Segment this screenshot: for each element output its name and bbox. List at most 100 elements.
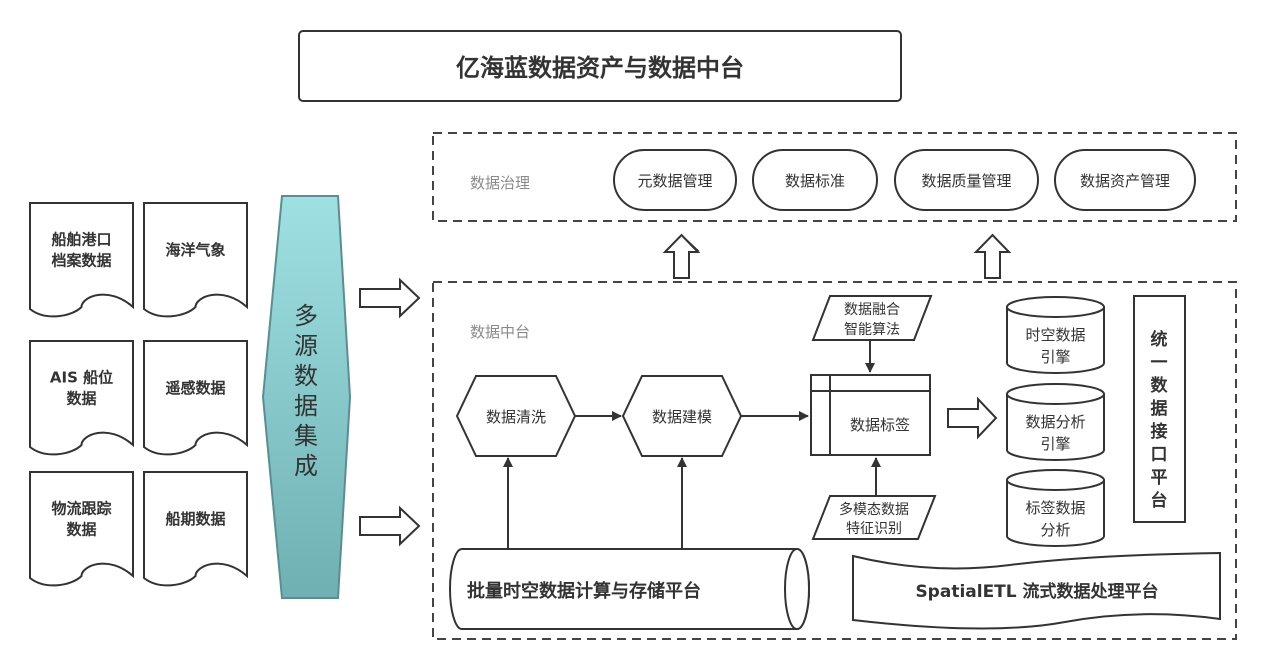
cylinder-top bbox=[1006, 469, 1105, 491]
cylinder-body bbox=[1006, 394, 1105, 461]
data-platform-section: 数据中台 数据清洗 数据建模 数据标签 数据融合 智能算法 多模态数据 特征识别… bbox=[432, 281, 1237, 640]
data-tagging-box: 数据标签 bbox=[810, 374, 931, 456]
document-shape bbox=[29, 340, 134, 456]
data-cleaning-step bbox=[455, 375, 577, 457]
integration-char: 成 bbox=[294, 452, 318, 480]
source-document: 海洋气象 bbox=[143, 202, 248, 318]
source-label: 数据 bbox=[66, 521, 96, 539]
source-label: 遥感数据 bbox=[165, 379, 225, 397]
integration-char: 数 bbox=[294, 362, 318, 390]
fusion-line-1: 数据融合 bbox=[844, 302, 900, 318]
batch-platform-label: 批量时空数据计算与存储平台 bbox=[467, 580, 701, 602]
page-title: 亿海蓝数据资产与数据中台 bbox=[456, 54, 744, 82]
document-shape bbox=[29, 471, 134, 587]
governance-item-label: 数据资产管理 bbox=[1080, 172, 1170, 190]
source-label: 档案数据 bbox=[51, 252, 111, 270]
governance-item: 数据质量管理 bbox=[894, 149, 1039, 211]
stream-platform-body bbox=[852, 551, 1221, 630]
source-label: 船期数据 bbox=[165, 510, 225, 528]
document-shape bbox=[29, 202, 134, 318]
cylinder-body bbox=[1006, 480, 1105, 547]
engine-label: 引擎 bbox=[1040, 435, 1070, 453]
unified-api-platform bbox=[1133, 295, 1186, 523]
api-char: 数 bbox=[1151, 375, 1169, 396]
title-frame bbox=[298, 30, 902, 102]
api-char: 一 bbox=[1151, 353, 1168, 373]
fusion-algorithm-input bbox=[811, 295, 933, 341]
governance-frame bbox=[432, 132, 1237, 222]
integration-banner bbox=[261, 195, 352, 599]
cylinder-body bbox=[1006, 307, 1105, 374]
engine-label: 分析 bbox=[1040, 521, 1070, 539]
integration-char: 多 bbox=[294, 302, 318, 330]
data-modeling-step bbox=[621, 375, 743, 457]
engine-label: 引擎 bbox=[1040, 348, 1070, 366]
governance-pill bbox=[613, 149, 737, 211]
governance-section: 数据治理 元数据管理 数据标准 数据质量管理 数据资产管理 bbox=[432, 132, 1237, 222]
batch-platform: 批量时空数据计算与存储平台 bbox=[449, 548, 810, 630]
cylinder-top bbox=[1006, 296, 1105, 318]
data-cleaning-label: 数据清洗 bbox=[486, 408, 546, 426]
governance-item-label: 数据标准 bbox=[785, 172, 845, 190]
governance-item-label: 数据质量管理 bbox=[921, 172, 1011, 190]
platform-frame bbox=[432, 281, 1237, 640]
governance-label: 数据治理 bbox=[470, 174, 530, 192]
batch-platform-end bbox=[784, 548, 810, 630]
feature-recognition-input bbox=[811, 495, 937, 540]
source-label: 物流跟踪 bbox=[51, 500, 111, 518]
feature-line-2: 特征识别 bbox=[846, 521, 902, 537]
api-char: 据 bbox=[1151, 398, 1168, 419]
data-tagging-label: 数据标签 bbox=[850, 416, 910, 434]
output-arrow-icon bbox=[947, 396, 998, 440]
integration-char: 据 bbox=[294, 392, 318, 420]
governance-pill bbox=[894, 149, 1039, 211]
title-box: 亿海蓝数据资产与数据中台 bbox=[298, 30, 902, 102]
document-shape bbox=[143, 202, 248, 318]
source-label: 海洋气象 bbox=[165, 241, 225, 259]
engine-label: 标签数据 bbox=[1025, 499, 1085, 517]
platform-label: 数据中台 bbox=[470, 323, 530, 341]
api-char: 平 bbox=[1151, 468, 1168, 488]
governance-pill bbox=[752, 149, 878, 211]
flow-arrow-bottom-icon bbox=[359, 505, 421, 547]
api-char: 口 bbox=[1151, 445, 1168, 465]
governance-item-label: 元数据管理 bbox=[637, 172, 712, 190]
integration-char: 集 bbox=[294, 422, 318, 450]
up-arrow-left-icon bbox=[662, 233, 701, 279]
document-shape bbox=[143, 471, 248, 587]
stream-platform: SpatialETL 流式数据处理平台 bbox=[852, 551, 1221, 630]
governance-item: 数据资产管理 bbox=[1054, 149, 1196, 211]
fusion-line-2: 智能算法 bbox=[844, 322, 900, 338]
flow-arrow-top-icon bbox=[359, 277, 421, 319]
api-char: 台 bbox=[1151, 490, 1168, 511]
governance-pill bbox=[1054, 149, 1196, 211]
engine-label: 数据分析 bbox=[1025, 413, 1085, 431]
governance-item: 数据标准 bbox=[752, 149, 878, 211]
up-arrow-right-icon bbox=[973, 233, 1012, 279]
integration-char: 源 bbox=[294, 332, 318, 360]
document-shape bbox=[143, 340, 248, 456]
source-label: 数据 bbox=[66, 390, 96, 408]
api-char: 接 bbox=[1151, 421, 1168, 442]
source-label: AIS 船位 bbox=[50, 369, 113, 387]
source-document: 船期数据 bbox=[143, 471, 248, 587]
feature-line-1: 多模态数据 bbox=[839, 501, 909, 518]
source-document: 遥感数据 bbox=[143, 340, 248, 456]
governance-item: 元数据管理 bbox=[613, 149, 737, 211]
engine-label: 时空数据 bbox=[1025, 326, 1085, 344]
data-modeling-label: 数据建模 bbox=[652, 408, 712, 426]
source-label: 船舶港口 bbox=[51, 231, 111, 249]
cylinder-top bbox=[1006, 383, 1105, 405]
api-char: 统 bbox=[1151, 329, 1168, 350]
